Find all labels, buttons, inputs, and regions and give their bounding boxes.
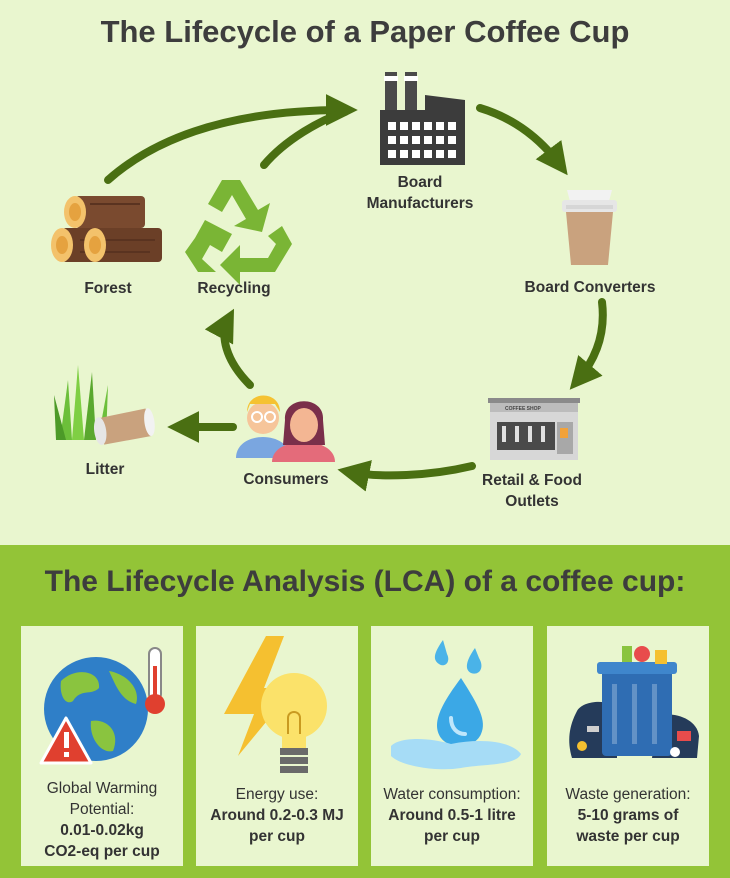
lca-card-label: Waste generation: bbox=[565, 786, 691, 803]
lca-card-label-2: Potential: bbox=[69, 801, 135, 818]
arrow-retail-to-consumers bbox=[337, 460, 476, 492]
arrow-forest-to-manufacturers bbox=[104, 94, 358, 184]
lca-card-value: 5-10 grams of bbox=[577, 807, 679, 824]
node-consumers: Consumers bbox=[226, 469, 346, 490]
recycling-icon bbox=[185, 180, 292, 285]
arrow-consumers-to-recycling bbox=[204, 308, 254, 389]
coffee-shop-icon: COFFEE SHOP bbox=[488, 398, 580, 460]
lca-card-waste: Waste generation: 5-10 grams of waste pe… bbox=[547, 626, 709, 866]
consumers-icon bbox=[236, 395, 335, 462]
node-litter-label: Litter bbox=[85, 461, 125, 478]
lifecycle-section: The Lifecycle of a Paper Coffee Cup bbox=[51, 14, 670, 512]
lca-card-water: Water consumption: Around 0.5-1 litre pe… bbox=[371, 626, 533, 866]
lca-card-value-2: CO2-eq per cup bbox=[44, 843, 160, 860]
node-board-manufacturers-line1: Board bbox=[397, 174, 443, 191]
lca-card-value: Around 0.2-0.3 MJ bbox=[210, 807, 344, 824]
factory-icon bbox=[380, 72, 465, 165]
node-board-converters-label: Board Converters bbox=[524, 279, 656, 296]
litter-icon bbox=[54, 365, 155, 445]
lightning-bulb-icon bbox=[224, 636, 327, 773]
coffee-cup-icon bbox=[562, 190, 617, 265]
waste-bin-icon bbox=[569, 646, 699, 758]
arrow-converters-to-retail bbox=[569, 298, 607, 390]
cycle-arrows bbox=[104, 94, 607, 492]
lca-card-value-2: waste per cup bbox=[576, 828, 680, 845]
node-recycling: Recycling bbox=[184, 278, 284, 299]
lca-card-value-2: per cup bbox=[424, 828, 480, 845]
globe-thermometer-icon bbox=[39, 647, 165, 765]
node-retail-line2: Outlets bbox=[505, 493, 559, 510]
node-recycling-label: Recycling bbox=[197, 280, 271, 297]
node-consumers-label: Consumers bbox=[243, 471, 329, 488]
lca-card-value: 0.01-0.02kg bbox=[60, 822, 144, 839]
lca-title: The Lifecycle Analysis (LCA) of a coffee… bbox=[44, 565, 686, 598]
lca-card-energy: Energy use: Around 0.2-0.3 MJ per cup bbox=[196, 626, 358, 866]
node-forest: Forest bbox=[58, 278, 158, 299]
node-board-manufacturers: Board Manufacturers bbox=[350, 172, 490, 214]
arrow-recycling-to-manufacturers bbox=[260, 108, 349, 169]
lca-card-label: Energy use: bbox=[235, 786, 319, 803]
node-forest-label: Forest bbox=[84, 280, 132, 297]
lca-card-value: Around 0.5-1 litre bbox=[388, 807, 516, 824]
lca-card-global-warming: Global Warming Potential: 0.01-0.02kg CO… bbox=[21, 626, 183, 866]
arrow-manufacturers-to-converters bbox=[476, 104, 568, 176]
logs-icon bbox=[51, 196, 162, 262]
node-retail-line1: Retail & Food bbox=[482, 472, 582, 489]
lifecycle-diagram: COFFEE SHOP bbox=[51, 72, 617, 492]
lca-section: The Lifecycle Analysis (LCA) of a coffee… bbox=[0, 545, 730, 878]
coffee-shop-sign: COFFEE SHOP bbox=[505, 406, 542, 412]
node-litter: Litter bbox=[60, 459, 150, 480]
node-retail: Retail & Food Outlets bbox=[462, 470, 602, 512]
water-drops-icon bbox=[391, 640, 521, 770]
node-board-manufacturers-line2: Manufacturers bbox=[366, 195, 474, 212]
lca-card-label: Water consumption: bbox=[383, 786, 521, 803]
lca-card-value-2: per cup bbox=[249, 828, 305, 845]
node-board-converters: Board Converters bbox=[510, 277, 670, 298]
page-title: The Lifecycle of a Paper Coffee Cup bbox=[100, 14, 630, 49]
lca-card-label: Global Warming bbox=[46, 780, 158, 797]
